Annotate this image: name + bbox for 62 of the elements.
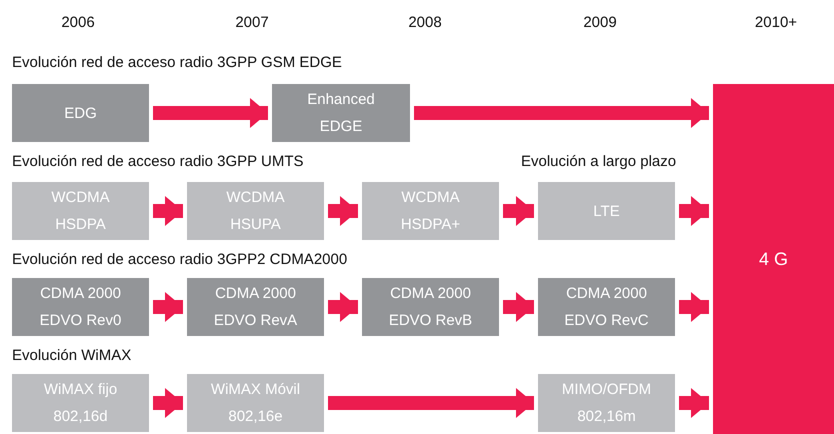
stage-box bbox=[187, 278, 324, 336]
box-text: 802,16m bbox=[577, 409, 636, 424]
arrow bbox=[153, 292, 183, 322]
row-heading: Evolución WiMAX bbox=[12, 347, 132, 364]
box-text: 4 G bbox=[758, 250, 788, 268]
arrow bbox=[679, 388, 709, 418]
box-text: EDVO RevA bbox=[214, 313, 298, 328]
year-label: 2010+ bbox=[754, 14, 798, 31]
box-text: EDVO RevC bbox=[564, 313, 649, 328]
box-text: Enhanced bbox=[307, 92, 375, 107]
stage-box bbox=[538, 374, 675, 432]
stage-box bbox=[12, 278, 149, 336]
stage-box bbox=[538, 278, 675, 336]
arrow bbox=[153, 196, 183, 226]
arrow bbox=[328, 388, 534, 418]
arrow bbox=[679, 292, 709, 322]
box-text: 802,16d bbox=[53, 409, 108, 424]
box-text: CDMA 2000 bbox=[40, 286, 121, 301]
arrow bbox=[503, 196, 534, 226]
box-text: HSUPA bbox=[230, 217, 281, 232]
row-heading: Evolución red de acceso radio 3GPP UMTS bbox=[12, 153, 304, 170]
stage-box bbox=[12, 374, 149, 432]
box-text: WCDMA bbox=[226, 190, 285, 205]
stage-box bbox=[272, 84, 410, 142]
arrow bbox=[328, 292, 358, 322]
stage-box bbox=[12, 182, 149, 240]
stage-box bbox=[187, 374, 324, 432]
stage-box bbox=[187, 182, 324, 240]
box-text: EDVO RevB bbox=[388, 313, 472, 328]
box-text: WiMAX Móvil bbox=[210, 382, 300, 397]
box-text: 802,16e bbox=[228, 409, 283, 424]
box-text: EDGE bbox=[320, 119, 362, 134]
box-text: HSDPA bbox=[55, 217, 106, 232]
arrow bbox=[153, 98, 268, 128]
box-text: HSDPA+ bbox=[400, 217, 460, 232]
year-label: 2007 bbox=[235, 14, 269, 31]
box-text: EDG bbox=[64, 106, 97, 120]
year-label: 2006 bbox=[61, 14, 95, 31]
arrow bbox=[503, 292, 534, 322]
arrow bbox=[679, 196, 709, 226]
arrow bbox=[328, 196, 358, 226]
box-text: WCDMA bbox=[401, 190, 460, 205]
box-text: CDMA 2000 bbox=[390, 286, 471, 301]
stage-box bbox=[713, 84, 834, 434]
stage-box bbox=[362, 182, 499, 240]
year-label: 2008 bbox=[408, 14, 442, 31]
box-text: WCDMA bbox=[51, 190, 110, 205]
row-heading: Evolución red de acceso radio 3GPP2 CDMA2000 bbox=[12, 251, 348, 268]
box-text: CDMA 2000 bbox=[566, 286, 647, 301]
box-text: MIMO/OFDM bbox=[562, 382, 652, 397]
arrow bbox=[153, 388, 183, 418]
stage-box bbox=[12, 84, 149, 142]
box-text: WiMAX fijo bbox=[44, 382, 118, 397]
arrow bbox=[414, 98, 709, 128]
row-heading: Evolución red de acceso radio 3GPP GSM EDGE bbox=[12, 54, 342, 71]
row-heading: Evolución a largo plazo bbox=[521, 153, 676, 170]
box-text: LTE bbox=[593, 204, 620, 218]
box-text: EDVO Rev0 bbox=[40, 313, 122, 328]
stage-box bbox=[538, 182, 675, 240]
stage-box bbox=[362, 278, 499, 336]
box-text: CDMA 2000 bbox=[215, 286, 296, 301]
year-label: 2009 bbox=[583, 14, 617, 31]
